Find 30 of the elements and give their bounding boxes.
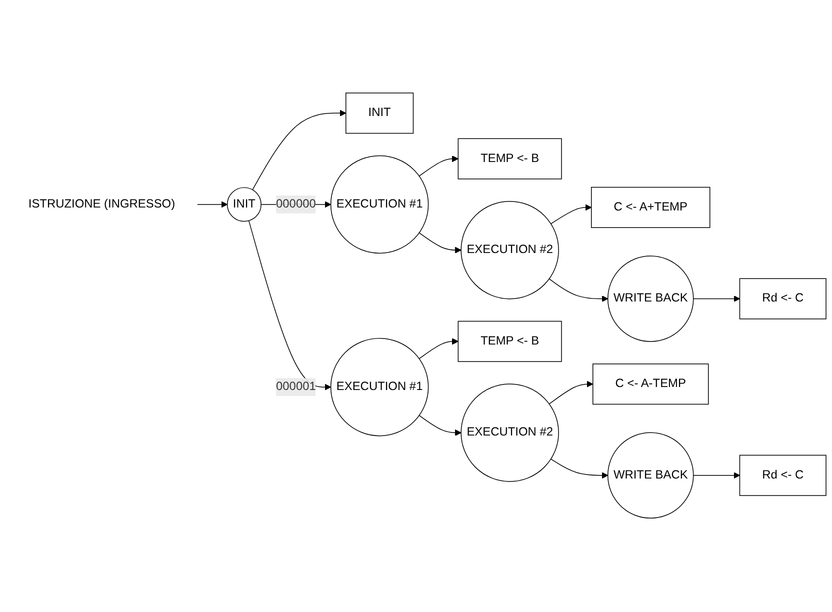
node-circle: WRITE BACK — [607, 256, 694, 342]
node-circle: EXECUTION #1 — [330, 156, 429, 254]
arrow — [548, 278, 608, 302]
edge-label: 000001 — [276, 380, 316, 394]
node-circle: WRITE BACK — [607, 432, 694, 519]
edge-label: 000000 — [276, 198, 316, 211]
node-box: TEMP <- B — [458, 138, 562, 180]
arrow — [197, 202, 228, 208]
node-circle: EXECUTION #2 — [460, 384, 559, 482]
arrow — [418, 232, 462, 254]
arrow — [693, 296, 740, 302]
arrow — [248, 220, 332, 391]
node-text: ISTRUZIONE (INGRESSO) — [28, 198, 176, 211]
node-circle: EXECUTION #1 — [330, 338, 429, 437]
arrow — [693, 472, 740, 480]
arrow — [550, 204, 592, 225]
node-box: Rd <- C — [739, 278, 826, 320]
node-box: INIT — [346, 93, 414, 134]
node-circle: INIT — [226, 188, 262, 222]
node-box: Rd <- C — [739, 455, 826, 496]
arrow — [548, 381, 594, 405]
node-box: TEMP <- B — [458, 321, 562, 362]
node-box: C <- A-TEMP — [592, 364, 709, 406]
arrow — [418, 338, 458, 360]
arrow — [550, 459, 608, 480]
arrow — [418, 416, 462, 436]
arrow — [252, 110, 346, 191]
node-box: C <- A+TEMP — [591, 187, 710, 228]
node-circle: EXECUTION #2 — [460, 201, 559, 300]
arrow — [418, 156, 458, 177]
